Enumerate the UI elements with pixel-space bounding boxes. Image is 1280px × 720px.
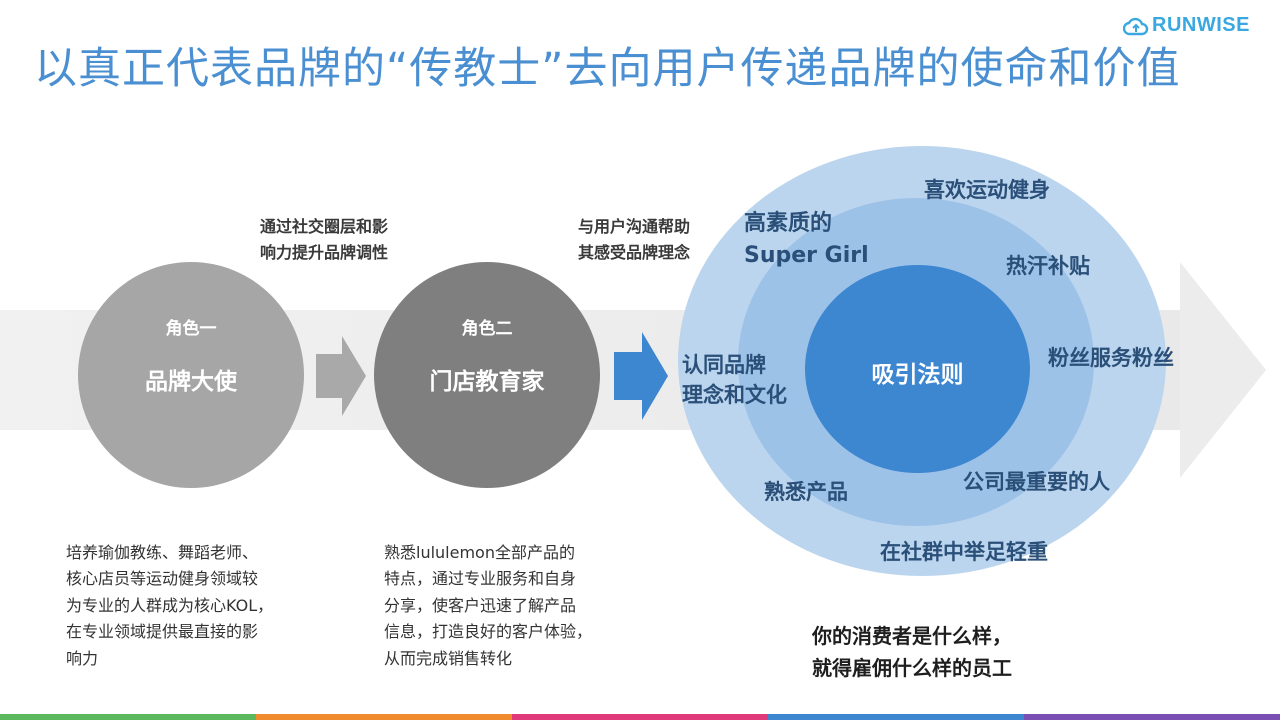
role-one-caption-line: 响力提升品牌调性 [260,242,389,262]
cloud-icon [1123,17,1149,35]
attraction-core-label: 吸引法则 [871,362,964,388]
role-one-circle [78,262,304,488]
conclusion-line: 就得雇佣什么样的员工 [812,656,1012,680]
footer-segment [768,714,1024,720]
role-two-description: 熟悉lululemon全部产品的 特点，通过专业服务和自身 分享，使客户迅速了解… [384,540,592,672]
label-subsidy: 热汗补贴 [1006,254,1090,278]
role-two-caption-line: 其感受品牌理念 [578,242,691,262]
footer-segment [1024,714,1280,720]
description-line: 在专业领域提供最直接的影 [66,622,259,642]
role-one-caption: 通过社交圈层和影 响力提升品牌调性 [260,214,388,265]
label-super-girl-line: Super Girl [744,242,869,268]
arrow-right-blue-icon [614,332,668,420]
brand-logo: RUNWISE [1123,14,1250,37]
conclusion-text: 你的消费者是什么样， 就得雇佣什么样的员工 [812,620,1012,684]
footer-segment [256,714,512,720]
role-two-name: 门店教育家 [429,369,545,395]
description-line: 熟悉lululemon全部产品的 [384,543,575,562]
role-two-circle [374,262,600,488]
label-brand-line: 理念和文化 [682,383,787,408]
description-line: 为专业的人群成为核心KOL， [66,595,274,615]
description-line: 从而完成销售转化 [384,648,513,668]
attraction-core [805,265,1030,473]
footer-segment [512,714,768,720]
description-line: 特点，通过专业服务和自身 [384,569,577,589]
role-one-description: 培养瑜伽教练、舞蹈老师、 核心店员等运动健身领域较 为专业的人群成为核心KOL，… [66,540,273,672]
role-two-label: 角色二 [461,319,513,339]
role-one-name: 品牌大使 [145,369,237,395]
description-line: 核心店员等运动健身领域较 [66,569,259,589]
description-line: 培养瑜伽教练、舞蹈老师、 [66,543,259,562]
role-one-caption-line: 通过社交圈层和影 [260,217,389,236]
conclusion-line: 你的消费者是什么样， [812,624,1012,648]
description-line: 分享，使客户迅速了解产品 [384,595,577,615]
role-two-caption: 与用户沟通帮助 其感受品牌理念 [578,214,690,265]
page-title: 以真正代表品牌的“传教士”去向用户传递品牌的使命和价值 [34,44,1181,94]
label-fitness: 喜欢运动健身 [924,178,1050,202]
label-fans: 粉丝服务粉丝 [1048,346,1174,370]
footer-segment [0,714,256,720]
footer-color-bar [0,714,1280,720]
arrow-right-gray-icon [316,336,366,416]
label-super-girl: 高素质的 Super Girl [744,208,869,272]
description-line: 响力 [66,648,99,668]
label-product: 熟悉产品 [764,480,848,504]
label-super-girl-line: 高素质的 [744,211,833,236]
logo-text: RUNWISE [1152,14,1250,36]
description-line: 信息，打造良好的客户体验， [384,622,593,642]
role-one-label: 角色一 [165,319,217,339]
label-brand: 认同品牌 理念和文化 [682,350,787,411]
role-two-caption-line: 与用户沟通帮助 [578,217,691,236]
label-important: 公司最重要的人 [963,470,1110,494]
label-community: 在社群中举足轻重 [880,540,1048,564]
flow-arrow-head [1180,262,1266,478]
label-brand-line: 认同品牌 [682,353,766,377]
